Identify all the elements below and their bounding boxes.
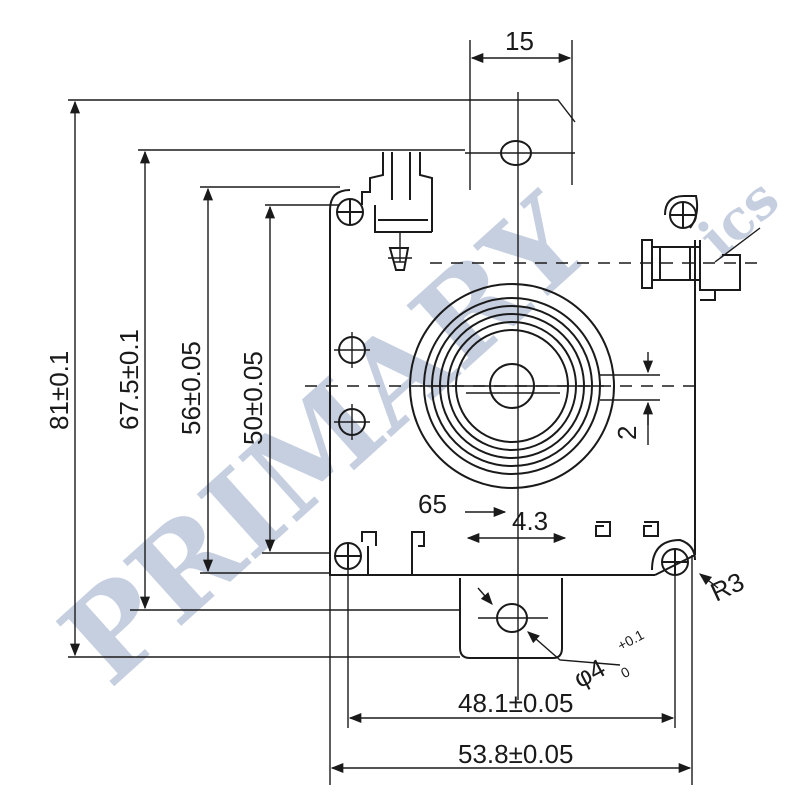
coil-rings <box>409 283 615 489</box>
dim-43: 4.3 <box>512 506 548 536</box>
dim-hole-sup: +0.1 <box>615 626 647 653</box>
right-terminal <box>641 227 761 301</box>
extension-lines <box>68 40 693 785</box>
screw-top-left <box>336 198 364 226</box>
dimension-lines <box>69 52 719 774</box>
dim-offset-2: 2 <box>612 426 642 440</box>
screw-top-right <box>664 195 699 229</box>
top-hole <box>465 140 575 166</box>
dim-height-3: 56±0.05 <box>176 341 206 435</box>
screw-bottom-left <box>334 542 362 570</box>
bottom-features <box>361 521 659 575</box>
dim-hole-base: φ4 <box>568 653 610 694</box>
dim-width-outer: 53.8±0.05 <box>458 739 573 769</box>
dim-radius: R3 <box>706 566 749 607</box>
bottom-hole <box>478 603 548 633</box>
dim-height-2: 67.5±0.1 <box>114 329 144 430</box>
dim-width-inner: 48.1±0.05 <box>458 688 573 718</box>
top-terminal <box>361 152 433 271</box>
dim-65: 65 <box>418 489 447 519</box>
dim-top-width: 15 <box>505 26 534 56</box>
dim-height-4: 50±0.05 <box>238 351 268 445</box>
dim-hole-sub: 0 <box>618 663 633 681</box>
dim-height-total: 81±0.1 <box>44 351 74 430</box>
left-holes <box>334 332 370 440</box>
